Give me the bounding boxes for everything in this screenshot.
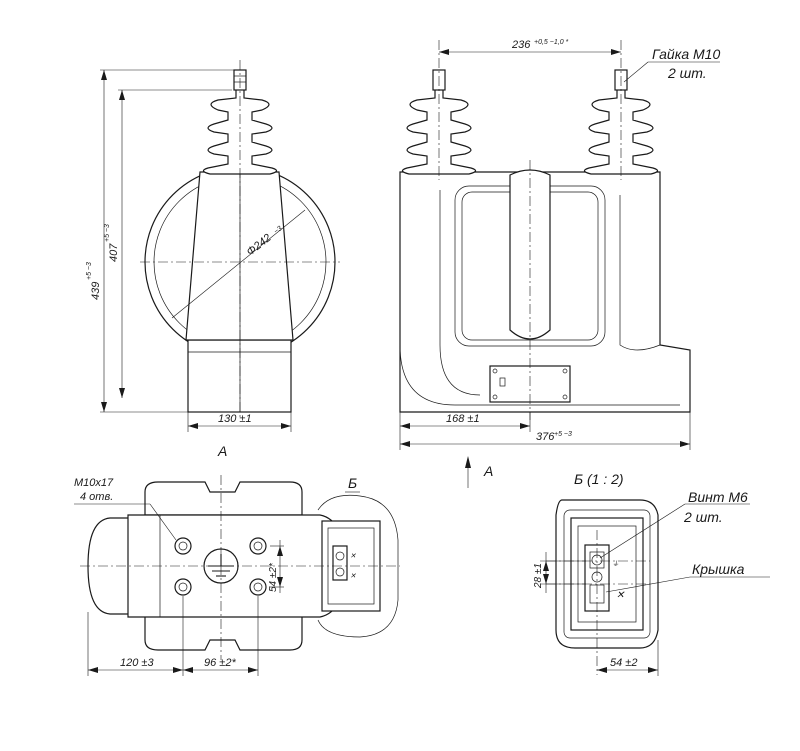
front-total-height-tol: +5 −3: [86, 262, 93, 280]
screw-callout: Винт М6: [688, 489, 748, 505]
side-offset: 168 ±1: [446, 413, 480, 425]
svg-text:✕: ✕: [616, 590, 625, 601]
side-view: 236 +0,5 −1,0 * Гайка М10 2 шт. 168 ±1 3…: [399, 39, 720, 488]
side-terminal-spacing-tol: +0,5 −1,0 *: [534, 39, 569, 46]
cover-callout: Крышка: [692, 561, 745, 577]
svg-text:✕: ✕: [350, 573, 357, 580]
screw-quantity: 2 шт.: [683, 509, 723, 525]
front-base-width: 130 ±1: [218, 413, 252, 425]
svg-text:⏚: ⏚: [612, 560, 619, 568]
nut-callout: Гайка М10: [652, 46, 720, 62]
plan-offset: 120 ±3: [120, 657, 154, 669]
holes-quantity: 4 отв.: [80, 491, 113, 503]
nut-quantity: 2 шт.: [667, 65, 707, 81]
holes-callout: M10x17: [74, 477, 114, 489]
view-a-label: А: [217, 443, 227, 459]
detail-title: Б (1 : 2): [574, 471, 624, 487]
detail-horizontal-dim: 54 ±2: [610, 657, 637, 669]
front-height: 407: [108, 243, 120, 262]
view-a-arrow-label: А: [483, 463, 493, 479]
front-height-tol: +5 −3: [104, 224, 111, 242]
front-total-height: 439: [90, 282, 102, 300]
front-view: Φ242 −3 439 +5 −3 407 +5 −3 130 ±1 А: [86, 60, 340, 459]
side-length: 376: [536, 431, 555, 443]
front-diameter-tolerance: −3: [273, 225, 284, 235]
detail-ref-label: Б: [348, 475, 357, 491]
side-terminal-spacing: 236: [511, 39, 531, 51]
plan-hole-spacing: 96 ±2*: [204, 657, 236, 669]
side-length-tol: +5 −3: [554, 431, 572, 438]
plan-hole-span: 54 ±2*: [268, 562, 279, 592]
front-insulator-sheds: [202, 69, 278, 175]
svg-text:✕: ✕: [350, 553, 357, 560]
detail-vertical-dim: 28 ±1: [533, 563, 544, 589]
mounting-holes: [174, 537, 267, 596]
detail-view: Б (1 : 2) ⏚ ✕ Винт М6 2 шт. Крышка 28 ±1: [533, 471, 770, 676]
plan-view: ✕ ✕ M10x17 4 отв. Б 54 ±2* 120 ±3 96 ±2*: [74, 475, 400, 676]
